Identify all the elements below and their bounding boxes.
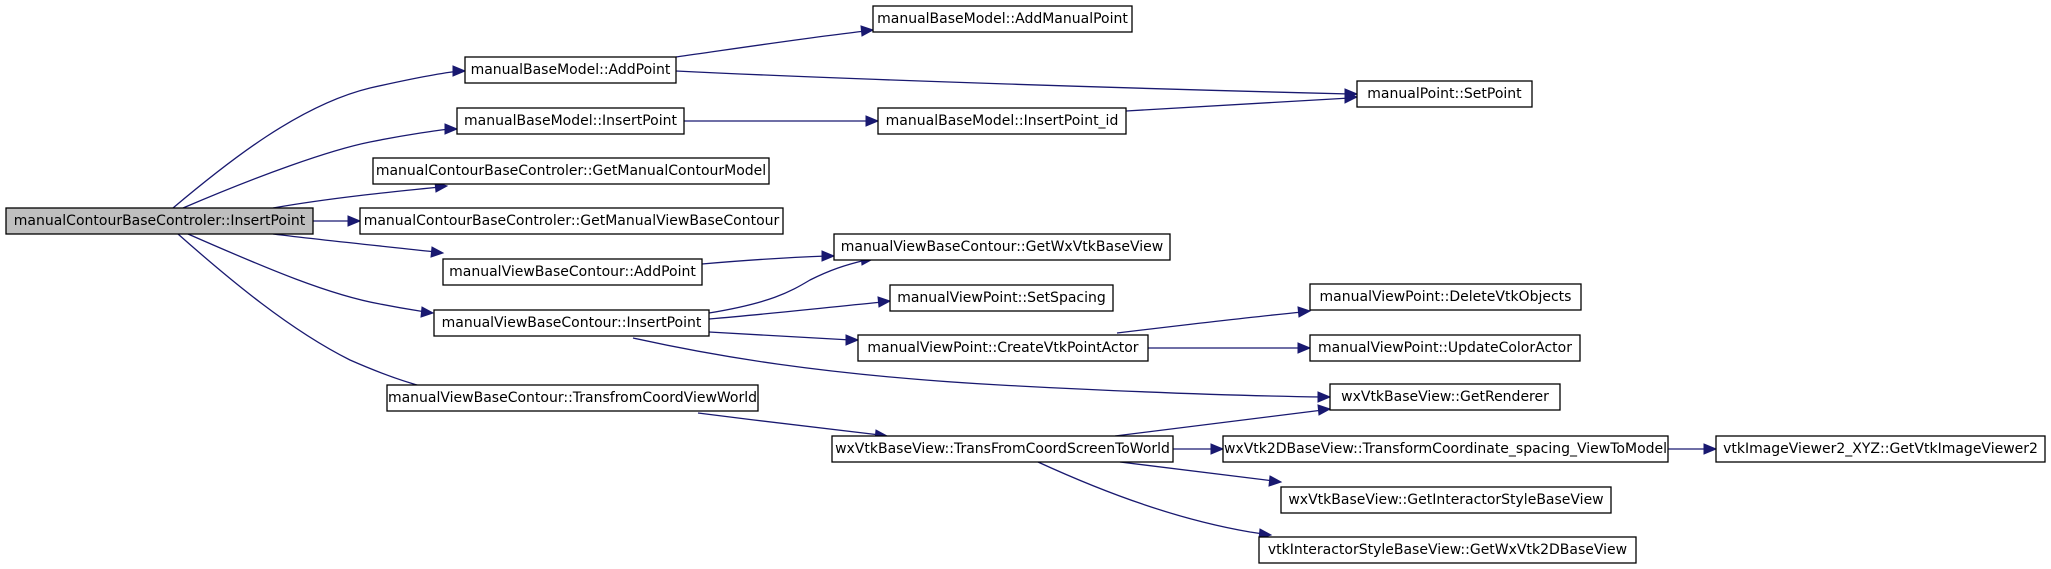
node-label: manualViewBaseContour::GetWxVtkBaseView	[841, 239, 1163, 255]
arrow-transformcoordinate-to-getvtkimageviewer2	[1703, 443, 1718, 455]
node-label: manualContourBaseControler::InsertPoint	[14, 213, 306, 229]
arrow-insertpoint_id-to-setpoint	[1344, 92, 1359, 104]
arrow-root-to-getmanualviewbasecontour	[347, 215, 362, 227]
edge-view_insertpoint-to-createvtkpointactor	[708, 331, 852, 341]
nodes: manualContourBaseControler::InsertPoint …	[5, 5, 2046, 564]
node-transformcoordinate[interactable]: wxVtk2DBaseView::TransformCoordinate_spa…	[1222, 435, 1669, 463]
node-label: manualPoint::SetPoint	[1367, 86, 1522, 102]
node-label: vtkInteractorStyleBaseView::GetWxVtk2DBa…	[1268, 542, 1627, 558]
arrow-view_addpoint-to-getwxvtkbaseview	[821, 250, 836, 262]
node-root[interactable]: manualContourBaseControler::InsertPoint	[5, 207, 314, 235]
arrow-root-to-view_addpoint	[430, 246, 445, 258]
node-view_addpoint[interactable]: manualViewBaseContour::AddPoint	[442, 258, 703, 286]
arrow-view_insertpoint-to-setspacing	[877, 296, 892, 308]
arrow-transfromcoordscreentoworld-to-getrenderer	[1317, 404, 1332, 416]
arrow-root-to-view_insertpoint	[420, 306, 435, 318]
arrow-createvtkpointactor-to-deletevtkobjects	[1297, 306, 1312, 318]
edge-addpoint-to-setpoint	[675, 70, 1351, 95]
edge-transfromcoordviewworld-to-transfromcoordscreentoworld	[697, 412, 881, 436]
edge-createvtkpointactor-to-deletevtkobjects	[1116, 311, 1304, 334]
node-label: manualBaseModel::AddManualPoint	[877, 11, 1128, 27]
node-label: manualViewBaseContour::AddPoint	[449, 264, 696, 280]
arrow-transfromcoordscreentoworld-to-transformcoordinate	[1210, 443, 1225, 455]
node-label: manualContourBaseControler::GetManualCon…	[376, 163, 766, 179]
node-label: wxVtkBaseView::GetRenderer	[1341, 389, 1549, 405]
arrow-root-to-addpoint	[452, 65, 467, 77]
edge-root-to-getmanualcontourmodel	[272, 186, 441, 209]
arrow-transfromcoordscreentoworld-to-getinteractorstylebaseview	[1268, 475, 1283, 487]
node-insertpoint[interactable]: manualBaseModel::InsertPoint	[456, 107, 685, 135]
arrow-view_insertpoint-to-createvtkpointactor	[845, 334, 860, 346]
edge-addpoint-to-addmanualpoint	[675, 30, 867, 58]
node-label: manualViewBaseContour::InsertPoint	[442, 315, 702, 331]
node-updatecoloractor[interactable]: manualViewPoint::UpdateColorActor	[1309, 334, 1581, 362]
node-getwxvtk2dbaseview[interactable]: vtkInteractorStyleBaseView::GetWxVtk2DBa…	[1258, 536, 1637, 564]
edge-root-to-view_insertpoint	[187, 233, 427, 313]
edge-transfromcoordscreentoworld-to-getwxvtk2dbaseview	[1037, 461, 1265, 535]
edge-view_addpoint-to-getwxvtkbaseview	[701, 255, 828, 265]
node-getinteractorstylebaseview[interactable]: wxVtkBaseView::GetInteractorStyleBaseVie…	[1280, 486, 1612, 514]
node-insertpoint_id[interactable]: manualBaseModel::InsertPoint_id	[877, 107, 1127, 135]
node-label: manualViewPoint::CreateVtkPointActor	[867, 340, 1138, 356]
node-label: manualViewBaseContour::TransfromCoordVie…	[388, 390, 757, 406]
edge-root-to-insertpoint	[182, 128, 451, 209]
arrow-insertpoint-to-insertpoint_id	[865, 115, 880, 127]
edge-insertpoint_id-to-setpoint	[1125, 97, 1351, 112]
node-view_insertpoint[interactable]: manualViewBaseContour::InsertPoint	[433, 309, 710, 337]
node-deletevtkobjects[interactable]: manualViewPoint::DeleteVtkObjects	[1309, 283, 1582, 311]
node-label: manualViewPoint::UpdateColorActor	[1318, 340, 1572, 356]
arrow-addpoint-to-addmanualpoint	[860, 25, 875, 37]
edge-view_insertpoint-to-getrenderer	[632, 337, 1324, 398]
edge-view_insertpoint-to-getwxvtkbaseview	[708, 259, 867, 314]
node-getwxvtkbaseview[interactable]: manualViewBaseContour::GetWxVtkBaseView	[833, 233, 1171, 261]
node-getmanualcontourmodel[interactable]: manualContourBaseControler::GetManualCon…	[372, 157, 770, 185]
arrow-root-to-insertpoint	[444, 123, 459, 135]
node-label: vtkImageViewer2_XYZ::GetVtkImageViewer2	[1723, 441, 2038, 457]
edges	[172, 25, 1718, 540]
arrow-view_insertpoint-to-getrenderer	[1317, 391, 1332, 403]
node-getvtkimageviewer2[interactable]: vtkImageViewer2_XYZ::GetVtkImageViewer2	[1715, 435, 2046, 463]
node-label: wxVtkBaseView::GetInteractorStyleBaseVie…	[1288, 492, 1603, 508]
node-addmanualpoint[interactable]: manualBaseModel::AddManualPoint	[872, 5, 1133, 33]
node-transfromcoordviewworld[interactable]: manualViewBaseContour::TransfromCoordVie…	[386, 384, 759, 412]
edge-root-to-view_addpoint	[272, 233, 437, 253]
node-label: wxVtk2DBaseView::TransformCoordinate_spa…	[1224, 441, 1667, 457]
node-getmanualviewbasecontour[interactable]: manualContourBaseControler::GetManualVie…	[359, 207, 784, 235]
edge-view_insertpoint-to-setspacing	[708, 301, 884, 320]
node-label: manualBaseModel::InsertPoint	[464, 113, 677, 129]
node-setpoint[interactable]: manualPoint::SetPoint	[1356, 80, 1533, 108]
edge-transfromcoordscreentoworld-to-getrenderer	[1114, 409, 1324, 437]
node-label: wxVtkBaseView::TransFromCoordScreenToWor…	[835, 441, 1170, 457]
edge-root-to-transfromcoordviewworld	[177, 233, 446, 393]
node-label: manualViewPoint::DeleteVtkObjects	[1320, 289, 1572, 305]
node-label: manualContourBaseControler::GetManualVie…	[364, 213, 780, 229]
node-label: manualViewPoint::SetSpacing	[897, 290, 1106, 306]
node-setspacing[interactable]: manualViewPoint::SetSpacing	[889, 284, 1114, 312]
edge-transfromcoordscreentoworld-to-getinteractorstylebaseview	[1119, 461, 1275, 482]
node-createvtkpointactor[interactable]: manualViewPoint::CreateVtkPointActor	[857, 334, 1149, 362]
arrow-createvtkpointactor-to-updatecoloractor	[1297, 342, 1312, 354]
edge-root-to-addpoint	[172, 70, 461, 209]
node-getrenderer[interactable]: wxVtkBaseView::GetRenderer	[1329, 383, 1561, 411]
node-transfromcoordscreentoworld[interactable]: wxVtkBaseView::TransFromCoordScreenToWor…	[831, 435, 1174, 463]
node-label: manualBaseModel::InsertPoint_id	[886, 113, 1119, 129]
node-label: manualBaseModel::AddPoint	[471, 62, 671, 78]
node-addpoint[interactable]: manualBaseModel::AddPoint	[464, 56, 677, 84]
